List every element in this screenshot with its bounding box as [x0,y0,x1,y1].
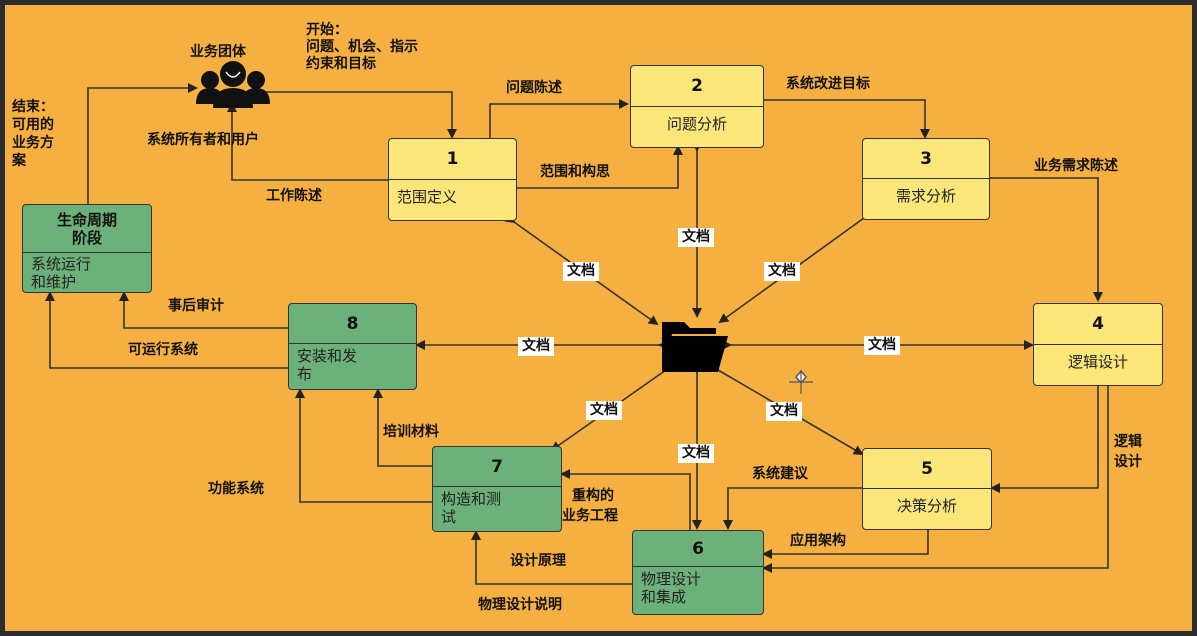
doc-label-phase6: 文档 [678,444,714,463]
doc-label-phase1: 文档 [563,262,599,281]
flow-label-work-statement: 工作陈述 [266,188,322,204]
phase-6-number: 6 [633,531,763,567]
end-note-line2: 可用的 [12,117,54,133]
start-note-line3: 约束和目标 [306,56,376,72]
phase-6-name-line2: 和集成 [641,588,687,606]
phase-7-number: 7 [433,447,561,487]
phase-3-node[interactable]: 3 需求分析 [862,138,990,220]
phase-5-number: 5 [863,449,991,489]
flow-label-refactored-line1: 重构的 [572,488,614,504]
flow-label-problem-statement: 问题陈述 [506,80,562,96]
phase-4-node[interactable]: 4 逻辑设计 [1033,303,1163,386]
flow-label-app-architecture: 应用架构 [790,533,846,549]
flow-label-physical-spec: 物理设计说明 [478,597,562,613]
people-icon [196,61,270,108]
phase-3-number: 3 [863,139,989,179]
arrow-phase7-to-phase8-functional [295,388,432,503]
flow-label-logical-design: 逻辑 设计 [1114,432,1142,472]
phase-7-name-line2: 试 [441,508,457,526]
flow-label-refactored-line2: 业务工程 [562,508,618,524]
phase-8-node[interactable]: 8 安装和发 布 [288,303,417,390]
start-note: 开始： 问题、机会、指示 约束和目标 [306,22,418,73]
arrow-group-to-phase1 [262,91,457,139]
flow-label-functional-system: 功能系统 [208,481,264,497]
flow-label-scope-vision: 范围和构思 [540,164,610,180]
arrow-phase2-to-phase3 [764,99,930,139]
phase-2-node[interactable]: 2 问题分析 [630,65,764,148]
arrow-lifecycle-to-group [87,83,198,204]
flow-label-logical-design-line2: 设计 [1114,454,1142,470]
flow-label-system-proposal: 系统建议 [752,466,808,482]
flow-label-training-materials: 培训材料 [383,424,439,440]
start-note-line1: 开始： [306,22,348,38]
phase-6-node[interactable]: 6 物理设计 和集成 [632,530,764,615]
phase-4-number: 4 [1034,304,1162,345]
arrow-phase3-to-phase4 [990,177,1103,302]
arrow-phase5-to-phase6 [723,487,862,530]
doc-label-phase3: 文档 [764,262,800,281]
phase-8-name-line2: 布 [297,365,313,383]
arrow-phase8-to-lifecycle-operational [45,291,288,369]
lifecycle-title-line1: 生命周期 [56,210,117,229]
flow-label-design-principles: 设计原理 [510,553,566,569]
flow-label-post-audit: 事后审计 [168,298,224,314]
lifecycle-name-line1: 系统运行 [31,255,92,273]
phase-2-number: 2 [631,66,763,107]
phase-6-name-line1: 物理设计 [641,570,702,588]
business-group-label: 业务团体 [190,44,246,60]
phase-8-name-line1: 安装和发 [297,347,358,365]
phase-5-name: 决策分析 [896,497,957,515]
phase-1-name: 范围定义 [397,187,458,206]
doc-label-phase5: 文档 [766,402,802,421]
end-note-line3: 业务方 [12,135,54,151]
doc-label-phase4: 文档 [864,336,900,355]
lifecycle-node[interactable]: 生命周期 阶段 系统运行 和维护 [22,204,152,293]
doc-label-phase8: 文档 [518,337,554,356]
phase-5-node[interactable]: 5 决策分析 [862,448,992,530]
phase-8-number: 8 [289,304,416,344]
lifecycle-name-line2: 和维护 [31,273,77,291]
phase-7-name-line1: 构造和测 [441,490,502,508]
flow-label-logical-design-line1: 逻辑 [1114,434,1142,450]
arrow-phase1-to-owners [227,102,388,181]
arrow-phase6-to-phase7-spec [471,530,632,585]
arrow-phase4-to-phase6 [762,386,1109,573]
doc-label-phase7: 文档 [586,401,622,420]
phase-2-name: 问题分析 [666,114,727,133]
arrow-phase7-to-phase8-training [373,388,432,467]
phase-7-node[interactable]: 7 构造和测 试 [432,446,562,532]
doc-label-phase2: 文档 [678,228,714,247]
end-note-line4: 案 [12,153,26,169]
phase-1-number: 1 [389,139,516,180]
arrow-phase5-arch-to-phase6 [762,530,929,559]
lifecycle-title-line2: 阶段 [71,228,102,247]
flow-label-operational-system: 可运行系统 [128,342,198,358]
arrow-phase8-to-lifecycle-audit [119,291,288,329]
arrow-phase1-to-phase2-scope [517,145,683,189]
arrow-phase4-to-phase5 [990,386,1099,493]
owners-users-label: 系统所有者和用户 [147,132,259,148]
end-note: 结束： 可用的 业务方 案 [12,98,54,170]
phase-4-name: 逻辑设计 [1067,352,1128,371]
arrow-phase1-to-phase2 [489,99,629,138]
flow-label-system-goals: 系统改进目标 [786,76,870,92]
phase-1-node[interactable]: 1 范围定义 [388,138,517,221]
flow-label-refactored: 重构的 业务工程 [562,486,618,526]
folder-icon [662,322,728,372]
end-note-line1: 结束： [12,99,54,115]
phase-3-name: 需求分析 [895,187,956,205]
start-note-line2: 问题、机会、指示 [306,39,418,55]
arrow-phase6-to-phase7 [560,469,691,530]
flow-label-business-requirements: 业务需求陈述 [1034,158,1118,174]
move-cursor-icon [789,369,813,394]
